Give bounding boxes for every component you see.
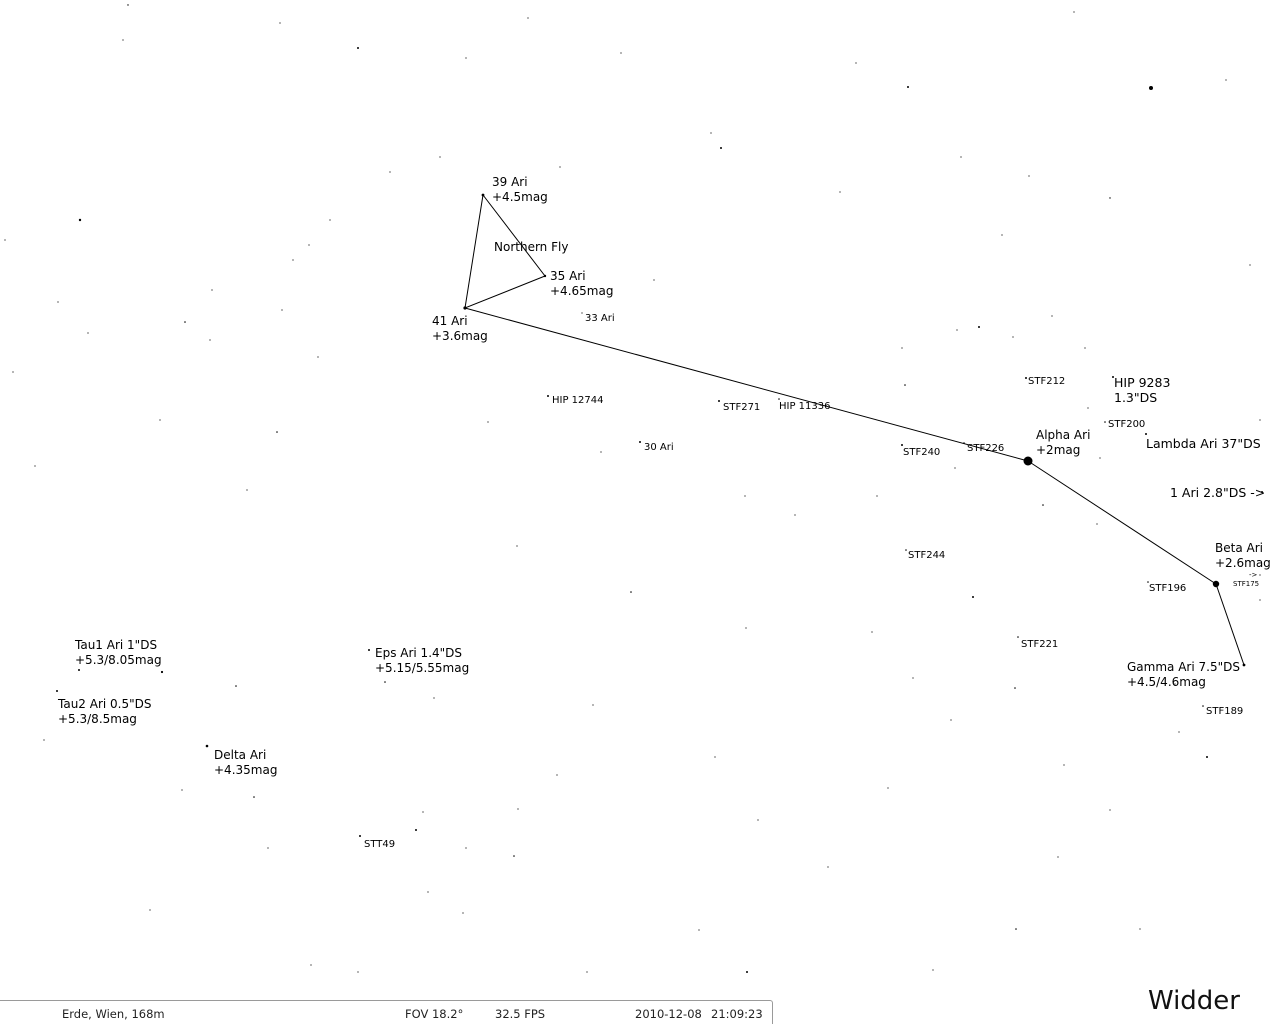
label-stf226: STF226	[967, 443, 1004, 454]
label-delta-ari-mag: +4.35mag	[214, 763, 277, 777]
label-alpha-ari: Alpha Ari	[1036, 428, 1090, 442]
status-location[interactable]: Erde, Wien, 168m	[62, 1007, 165, 1021]
status-date[interactable]: 2010-12-08	[635, 1007, 702, 1021]
label-41-ari-mag: +3.6mag	[432, 329, 488, 343]
label-35-ari: 35 Ari	[550, 269, 586, 283]
label-stf271: STF271	[723, 402, 760, 413]
field-stars	[4, 4, 1263, 973]
label-tau2-ari-mag: +5.3/8.5mag	[58, 712, 137, 726]
star-41-ari[interactable]	[463, 306, 467, 310]
label-gamma-ari: Gamma Ari 7.5"DS	[1127, 660, 1240, 674]
label-30-ari: 30 Ari	[644, 442, 674, 453]
label-tau2-ari: Tau2 Ari 0.5"DS	[57, 697, 152, 711]
label-beta-ari-mag: +2.6mag	[1215, 556, 1271, 570]
label-35-ari-mag: +4.65mag	[550, 284, 613, 298]
status-fps: 32.5 FPS	[495, 1007, 546, 1021]
label-39-ari-mag: +4.5mag	[492, 190, 548, 204]
star-gamma-ari[interactable]	[1242, 663, 1246, 667]
label-41-ari: 41 Ari	[432, 314, 468, 328]
label-beta-ari: Beta Ari	[1215, 541, 1263, 555]
label-gamma-ari-mag: +4.5/4.6mag	[1127, 675, 1206, 689]
label-stf175-arrow: ->	[1249, 571, 1258, 579]
label-stt49: STT49	[364, 839, 395, 850]
label-hip-12744: HIP 12744	[552, 395, 604, 406]
label-stf240: STF240	[903, 447, 940, 458]
label-39-ari: 39 Ari	[492, 175, 528, 189]
status-bar: Erde, Wien, 168m FOV 18.2° 32.5 FPS 2010…	[0, 1000, 773, 1024]
label-hip-9283: HIP 9283	[1114, 375, 1170, 390]
star-35-ari[interactable]	[543, 274, 547, 278]
label-stf244: STF244	[908, 550, 945, 561]
label-delta-ari: Delta Ari	[214, 748, 266, 762]
star-39-ari[interactable]	[481, 193, 485, 197]
label-stf189: STF189	[1206, 706, 1243, 717]
label-stf200: STF200	[1108, 419, 1145, 430]
named-stars	[463, 193, 1246, 667]
star-labels: 39 Ari +4.5mag Northern Fly 35 Ari +4.65…	[57, 175, 1271, 850]
label-tau1-ari: Tau1 Ari 1"DS	[74, 638, 157, 652]
label-lambda-ari: Lambda Ari 37"DS	[1146, 436, 1261, 451]
label-33-ari: 33 Ari	[585, 313, 615, 324]
label-tau1-ari-mag: +5.3/8.05mag	[75, 653, 162, 667]
label-northern-fly: Northern Fly	[494, 240, 568, 254]
status-fov: FOV 18.2°	[405, 1007, 464, 1021]
star-alpha-ari[interactable]	[1023, 456, 1033, 466]
star-beta-ari[interactable]	[1212, 580, 1220, 588]
label-stf196: STF196	[1149, 583, 1186, 594]
label-hip-11336: HIP 11336	[779, 401, 831, 412]
label-hip-9283-sep: 1.3"DS	[1114, 390, 1157, 405]
label-stf221: STF221	[1021, 639, 1058, 650]
constellation-lines	[464, 194, 1245, 666]
label-1-ari: 1 Ari 2.8"DS ->	[1170, 485, 1265, 500]
constellation-name-label: Widder	[1147, 986, 1240, 1016]
status-time[interactable]: 21:09:23	[711, 1007, 763, 1021]
label-eps-ari: Eps Ari 1.4"DS	[375, 646, 462, 660]
label-stf212: STF212	[1028, 376, 1065, 387]
label-stf175: STF175	[1233, 580, 1259, 588]
label-alpha-ari-mag: +2mag	[1036, 443, 1080, 457]
label-eps-ari-mag: +5.15/5.55mag	[375, 661, 469, 675]
